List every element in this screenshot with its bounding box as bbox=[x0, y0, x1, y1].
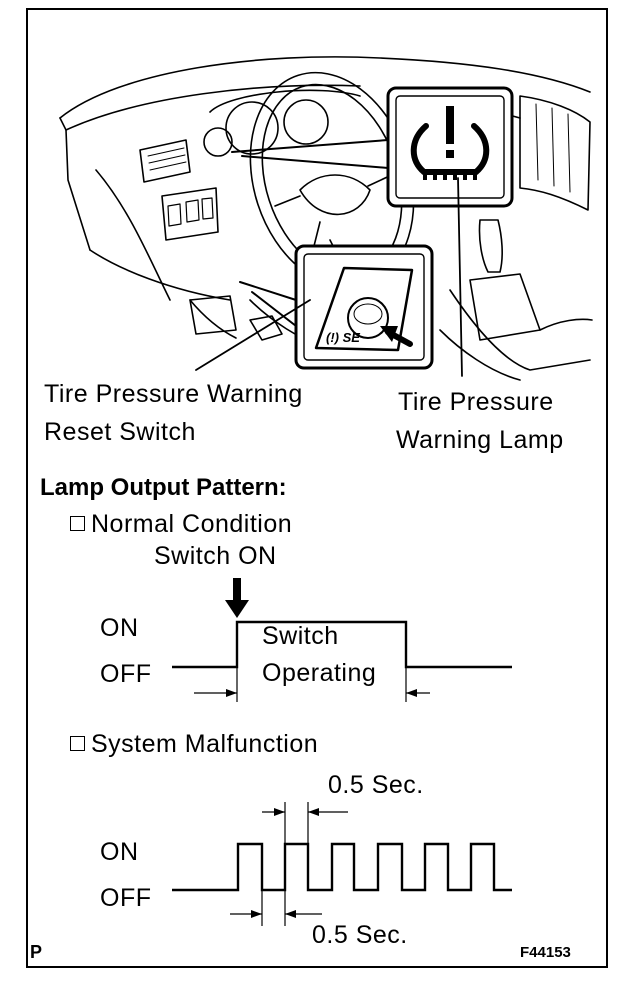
reset-switch-label-line2: Reset Switch bbox=[44, 418, 196, 446]
warning-lamp-label-line2: Warning Lamp bbox=[396, 426, 564, 454]
switch-on-arrow-shaft bbox=[233, 578, 241, 602]
normal-off-label: OFF bbox=[100, 660, 152, 688]
period-off-label: 0.5 Sec. bbox=[312, 921, 408, 949]
period-on-dimension bbox=[262, 802, 348, 844]
figure-code: F44153 bbox=[520, 944, 571, 961]
tpms-mini-icon: (!) bbox=[326, 330, 343, 345]
lamp-output-heading: Lamp Output Pattern: bbox=[40, 474, 287, 501]
normal-condition-label: Normal Condition bbox=[70, 510, 292, 539]
normal-dimension-line bbox=[194, 667, 430, 702]
malfunction-on-label: ON bbox=[100, 838, 139, 866]
system-malfunction-label: System Malfunction bbox=[70, 730, 318, 759]
switch-on-label: Switch ON bbox=[154, 542, 277, 570]
warning-lamp-label-line1: Tire Pressure bbox=[398, 388, 554, 416]
switch-on-arrow-head bbox=[225, 600, 249, 618]
system-malfunction-text: System Malfunction bbox=[91, 730, 319, 758]
period-off-dimension bbox=[230, 890, 322, 926]
period-on-label: 0.5 Sec. bbox=[328, 771, 424, 799]
malfunction-off-label: OFF bbox=[100, 884, 152, 912]
figure-frame bbox=[26, 8, 608, 968]
checkbox-icon bbox=[70, 516, 85, 531]
normal-condition-text: Normal Condition bbox=[91, 510, 293, 538]
normal-waveform-line bbox=[172, 620, 512, 669]
checkbox-icon bbox=[70, 736, 85, 751]
corner-code-left: P bbox=[30, 942, 43, 962]
normal-on-label: ON bbox=[100, 614, 139, 642]
switch-operating-line2: Operating bbox=[262, 659, 377, 687]
reset-switch-label-line1: Tire Pressure Warning bbox=[44, 380, 303, 408]
reset-switch-marking: (!) SE bbox=[326, 330, 360, 345]
switch-operating-line1: Switch bbox=[262, 622, 339, 650]
malfunction-waveform-line bbox=[172, 842, 512, 892]
switch-marking-text: SE bbox=[342, 330, 360, 345]
